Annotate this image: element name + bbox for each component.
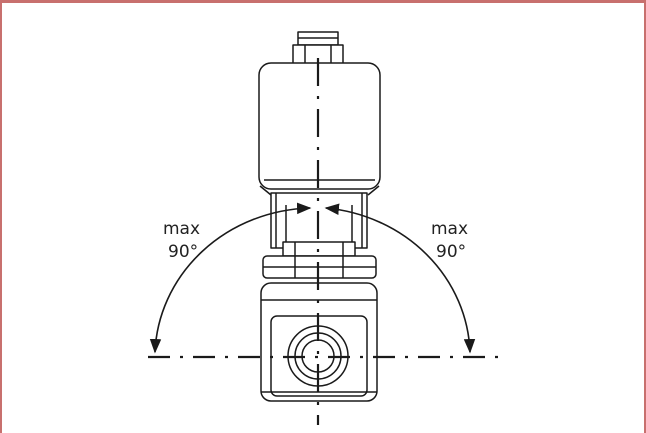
right-angle-arc — [324, 203, 476, 354]
right-angle-label-line1: max — [431, 219, 468, 239]
left-angle-arc — [149, 202, 312, 354]
top-nut — [292, 31, 344, 66]
left-angle-label-line2: 90° — [168, 242, 198, 262]
left-angle-label-line1: max — [163, 219, 200, 239]
coil-body — [258, 62, 381, 196]
right-angle-label-line2: 90° — [436, 242, 466, 262]
